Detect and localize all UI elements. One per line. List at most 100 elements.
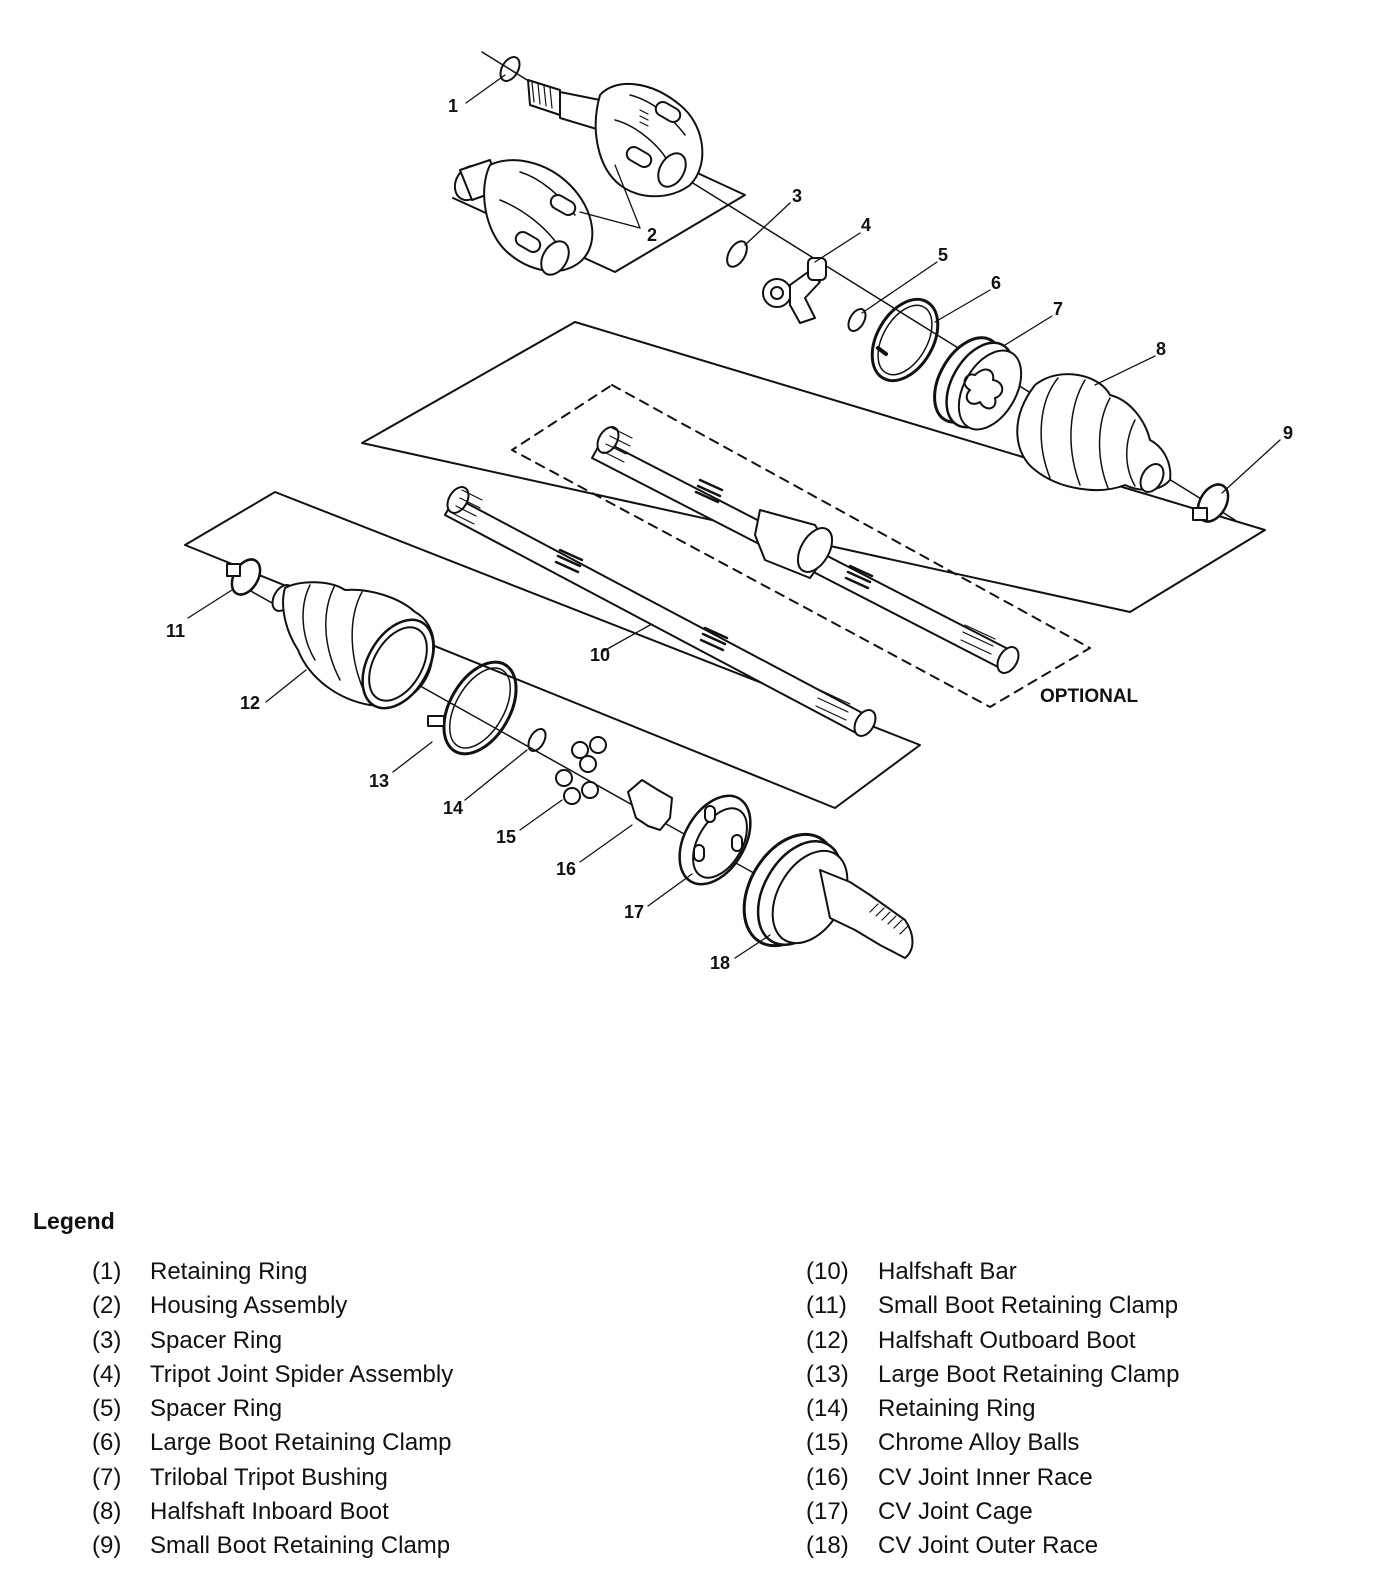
- callout-7: 7: [1053, 299, 1063, 319]
- legend-number: (15): [806, 1429, 849, 1457]
- callout-13: 13: [369, 771, 389, 791]
- callout-18: 18: [710, 953, 730, 973]
- legend-label: Large Boot Retaining Clamp: [150, 1429, 452, 1457]
- housing-assembly-part-top: [527, 79, 704, 198]
- legend-item: (15) Chrome Alloy Balls: [806, 1429, 1180, 1463]
- spacer-ring-part-5: [847, 308, 867, 332]
- legend-number: (18): [806, 1532, 849, 1560]
- legend-item: (13) Large Boot Retaining Clamp: [806, 1361, 1180, 1395]
- legend-label: Halfshaft Inboard Boot: [150, 1498, 389, 1526]
- halfshaft-bar-part: [444, 486, 877, 737]
- legend-item: (16) CV Joint Inner Race: [806, 1464, 1180, 1498]
- callout-4: 4: [861, 215, 871, 235]
- legend-item: (9) Small Boot Retaining Clamp: [92, 1532, 453, 1566]
- legend-number: (10): [806, 1258, 849, 1285]
- cv-cage-part: [678, 794, 752, 886]
- legend-item: (18) CV Joint Outer Race: [806, 1532, 1180, 1566]
- legend-label: Housing Assembly: [150, 1292, 348, 1320]
- outboard-boot-part: [271, 581, 435, 710]
- legend-item: (12) Halfshaft Outboard Boot: [806, 1327, 1180, 1361]
- legend-item: (11) Small Boot Retaining Clamp: [806, 1292, 1180, 1326]
- legend-number: (13): [806, 1360, 849, 1388]
- legend-column-right: (10) Halfshaft Bar (11) Small Boot Retaini…: [806, 1258, 1180, 1567]
- legend-number: (6): [92, 1429, 122, 1457]
- callout-5: 5: [938, 245, 948, 265]
- legend-label: Large Boot Retaining Clamp: [878, 1360, 1180, 1388]
- legend-item: (1) Retaining Ring: [92, 1258, 453, 1292]
- outboard-group-frame: [184, 491, 921, 809]
- legend-number: (8): [92, 1498, 122, 1526]
- legend-label: Tripot Joint Spider Assembly: [150, 1360, 454, 1388]
- legend-item: (14) Retaining Ring: [806, 1395, 1180, 1429]
- small-clamp-part-9: [1192, 483, 1230, 523]
- legend-label: CV Joint Cage: [878, 1498, 1033, 1526]
- callout-16: 16: [556, 859, 576, 879]
- legend-number: (1): [92, 1258, 122, 1285]
- legend-number: (9): [92, 1532, 122, 1560]
- legend-number: (7): [92, 1463, 122, 1491]
- callout-2: 2: [647, 225, 657, 245]
- callout-17: 17: [624, 902, 644, 922]
- legend-item: (7) Trilobal Tripot Bushing: [92, 1464, 453, 1498]
- callout-10: 10: [590, 645, 610, 665]
- callout-15: 15: [496, 827, 516, 847]
- legend-item: (3) Spacer Ring: [92, 1327, 453, 1361]
- legend-label: Retaining Ring: [150, 1258, 308, 1285]
- legend-number: (11): [806, 1292, 847, 1320]
- retaining-ring-part-14: [527, 728, 547, 752]
- legend-label: Retaining Ring: [878, 1395, 1036, 1423]
- legend-item: (17) CV Joint Cage: [806, 1498, 1180, 1532]
- leader-lines: [187, 74, 1281, 959]
- callout-12: 12: [240, 693, 260, 713]
- legend-item: (8) Halfshaft Inboard Boot: [92, 1498, 453, 1532]
- legend-item: (4) Tripot Joint Spider Assembly: [92, 1361, 453, 1395]
- optional-label: OPTIONAL: [1040, 686, 1139, 707]
- legend-number: (14): [806, 1395, 849, 1423]
- legend-item: (6) Large Boot Retaining Clamp: [92, 1429, 453, 1463]
- legend-number: (4): [92, 1360, 122, 1388]
- large-clamp-part-13: [427, 660, 518, 756]
- legend-label: Small Boot Retaining Clamp: [150, 1532, 451, 1560]
- legend-number: (2): [92, 1292, 122, 1320]
- legend-label: Small Boot Retaining Clamp: [878, 1292, 1179, 1320]
- callout-6: 6: [991, 273, 1001, 293]
- legend-label: Halfshaft Outboard Boot: [878, 1326, 1136, 1354]
- legend-column-left: (1) Retaining Ring (2) Housing Assembly (3…: [92, 1258, 453, 1567]
- cv-inner-race-part: [627, 779, 673, 831]
- legend-label: Spacer Ring: [150, 1326, 283, 1354]
- legend-item: (5) Spacer Ring: [92, 1395, 453, 1429]
- tripot-spider-part: [762, 257, 827, 324]
- trilobal-bushing-part: [933, 336, 1023, 431]
- chrome-balls-part: [555, 736, 607, 805]
- legend-item: (2) Housing Assembly: [92, 1292, 453, 1326]
- callout-8: 8: [1156, 339, 1166, 359]
- callout-9: 9: [1283, 423, 1293, 443]
- large-clamp-part-6: [870, 297, 940, 383]
- optional-bar-frame: [511, 384, 1091, 708]
- legend-title: Legend: [33, 1208, 115, 1234]
- retaining-ring-part: [499, 56, 521, 82]
- optional-halfshaft-bar-part: [591, 426, 1020, 674]
- legend-number: (16): [806, 1463, 849, 1491]
- small-clamp-part-11: [226, 558, 262, 596]
- legend-item: (10) Halfshaft Bar: [806, 1258, 1180, 1292]
- cv-outer-race-part: [742, 832, 914, 959]
- legend-number: (12): [806, 1326, 849, 1354]
- callout-14: 14: [443, 798, 463, 818]
- legend-label: Chrome Alloy Balls: [878, 1429, 1080, 1457]
- legend-label: CV Joint Inner Race: [878, 1463, 1093, 1491]
- legend-label: Halfshaft Bar: [878, 1258, 1017, 1285]
- callout-3: 3: [792, 186, 802, 206]
- legend-number: (3): [92, 1326, 122, 1354]
- legend-label: CV Joint Outer Race: [878, 1532, 1099, 1560]
- legend-number: (17): [806, 1498, 849, 1526]
- inboard-boot-part: [1016, 373, 1172, 493]
- callout-1: 1: [448, 96, 458, 116]
- callout-11: 11: [166, 621, 185, 641]
- exploded-halfshaft-diagram: 1 2 3 4 5 6 7 8 9 10 11 12 13 14 15 16 1…: [166, 51, 1293, 973]
- legend-label: Trilobal Tripot Bushing: [150, 1463, 388, 1491]
- legend-number: (5): [92, 1395, 122, 1423]
- legend-label: Spacer Ring: [150, 1395, 283, 1423]
- housing-assembly-part-lower: [453, 159, 594, 276]
- spacer-ring-part-3: [726, 240, 748, 268]
